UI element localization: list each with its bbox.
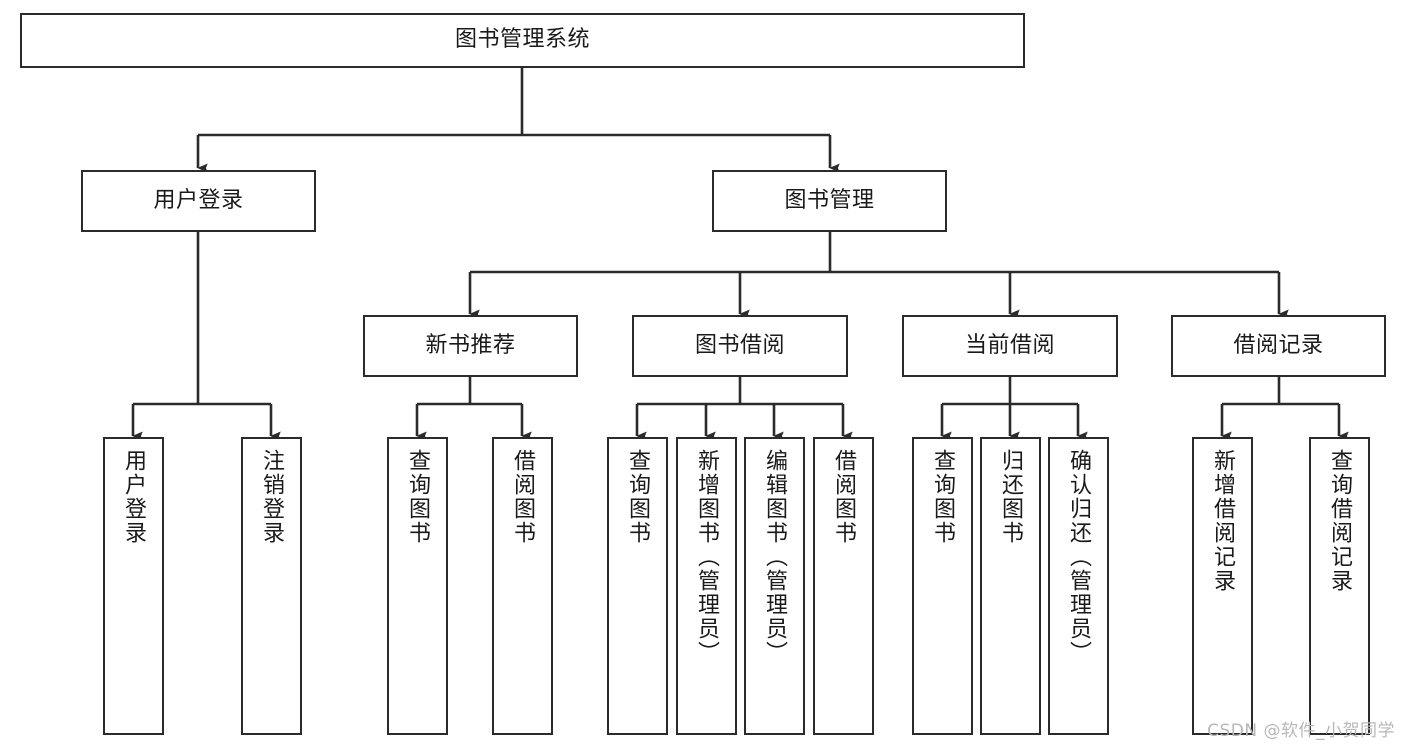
node-root[interactable]: 图书管理系统	[20, 13, 1025, 68]
leaf-query-book-1-label: 查询图书	[405, 449, 431, 545]
leaf-return-book[interactable]: 归还图书	[980, 437, 1041, 735]
leaf-confirm-return[interactable]: 确认归还（管理员）	[1048, 437, 1109, 735]
leaf-query-book-1[interactable]: 查询图书	[387, 437, 448, 735]
node-current-borrow[interactable]: 当前借阅	[902, 315, 1118, 377]
node-borrow-record-label: 借阅记录	[1233, 332, 1324, 358]
leaf-user-login-label: 用户登录	[121, 449, 147, 545]
node-user-login[interactable]: 用户登录	[81, 170, 316, 232]
node-book-borrow-label: 图书借阅	[694, 332, 785, 358]
node-user-login-label: 用户登录	[153, 187, 244, 213]
node-new-book-recommend-label: 新书推荐	[425, 332, 516, 358]
leaf-query-book-3-label: 查询图书	[930, 449, 956, 545]
node-root-label: 图书管理系统	[454, 27, 590, 53]
leaf-query-book-2-label: 查询图书	[625, 449, 651, 545]
leaf-return-book-label: 归还图书	[998, 449, 1024, 545]
node-new-book-recommend[interactable]: 新书推荐	[363, 315, 578, 377]
node-borrow-record[interactable]: 借阅记录	[1171, 315, 1386, 377]
leaf-user-logout[interactable]: 注销登录	[241, 437, 302, 735]
leaf-borrow-book-1[interactable]: 借阅图书	[492, 437, 553, 735]
leaf-user-login[interactable]: 用户登录	[103, 437, 164, 735]
leaf-edit-book[interactable]: 编辑图书（管理员）	[744, 437, 805, 735]
leaf-add-record[interactable]: 新增借阅记录	[1192, 437, 1253, 735]
leaf-borrow-book-2[interactable]: 借阅图书	[813, 437, 874, 735]
node-current-borrow-label: 当前借阅	[964, 332, 1055, 358]
leaf-borrow-book-2-label: 借阅图书	[831, 449, 857, 545]
leaf-query-book-3[interactable]: 查询图书	[912, 437, 973, 735]
node-book-manage-label: 图书管理	[784, 187, 875, 213]
node-book-borrow[interactable]: 图书借阅	[632, 315, 848, 377]
leaf-add-record-label: 新增借阅记录	[1210, 449, 1236, 593]
leaf-query-record-label: 查询借阅记录	[1327, 449, 1353, 593]
node-book-manage[interactable]: 图书管理	[712, 170, 947, 232]
leaf-query-record[interactable]: 查询借阅记录	[1309, 437, 1370, 735]
leaf-edit-book-label: 编辑图书（管理员）	[762, 449, 788, 665]
leaf-query-book-2[interactable]: 查询图书	[607, 437, 668, 735]
leaf-borrow-book-1-label: 借阅图书	[510, 449, 536, 545]
leaf-confirm-return-label: 确认归还（管理员）	[1066, 449, 1092, 665]
csdn-watermark: CSDN @软件_小贺同学	[1207, 721, 1395, 741]
leaf-add-book-label: 新增图书（管理员）	[694, 449, 720, 665]
leaf-user-logout-label: 注销登录	[259, 449, 285, 545]
leaf-add-book[interactable]: 新增图书（管理员）	[676, 437, 737, 735]
